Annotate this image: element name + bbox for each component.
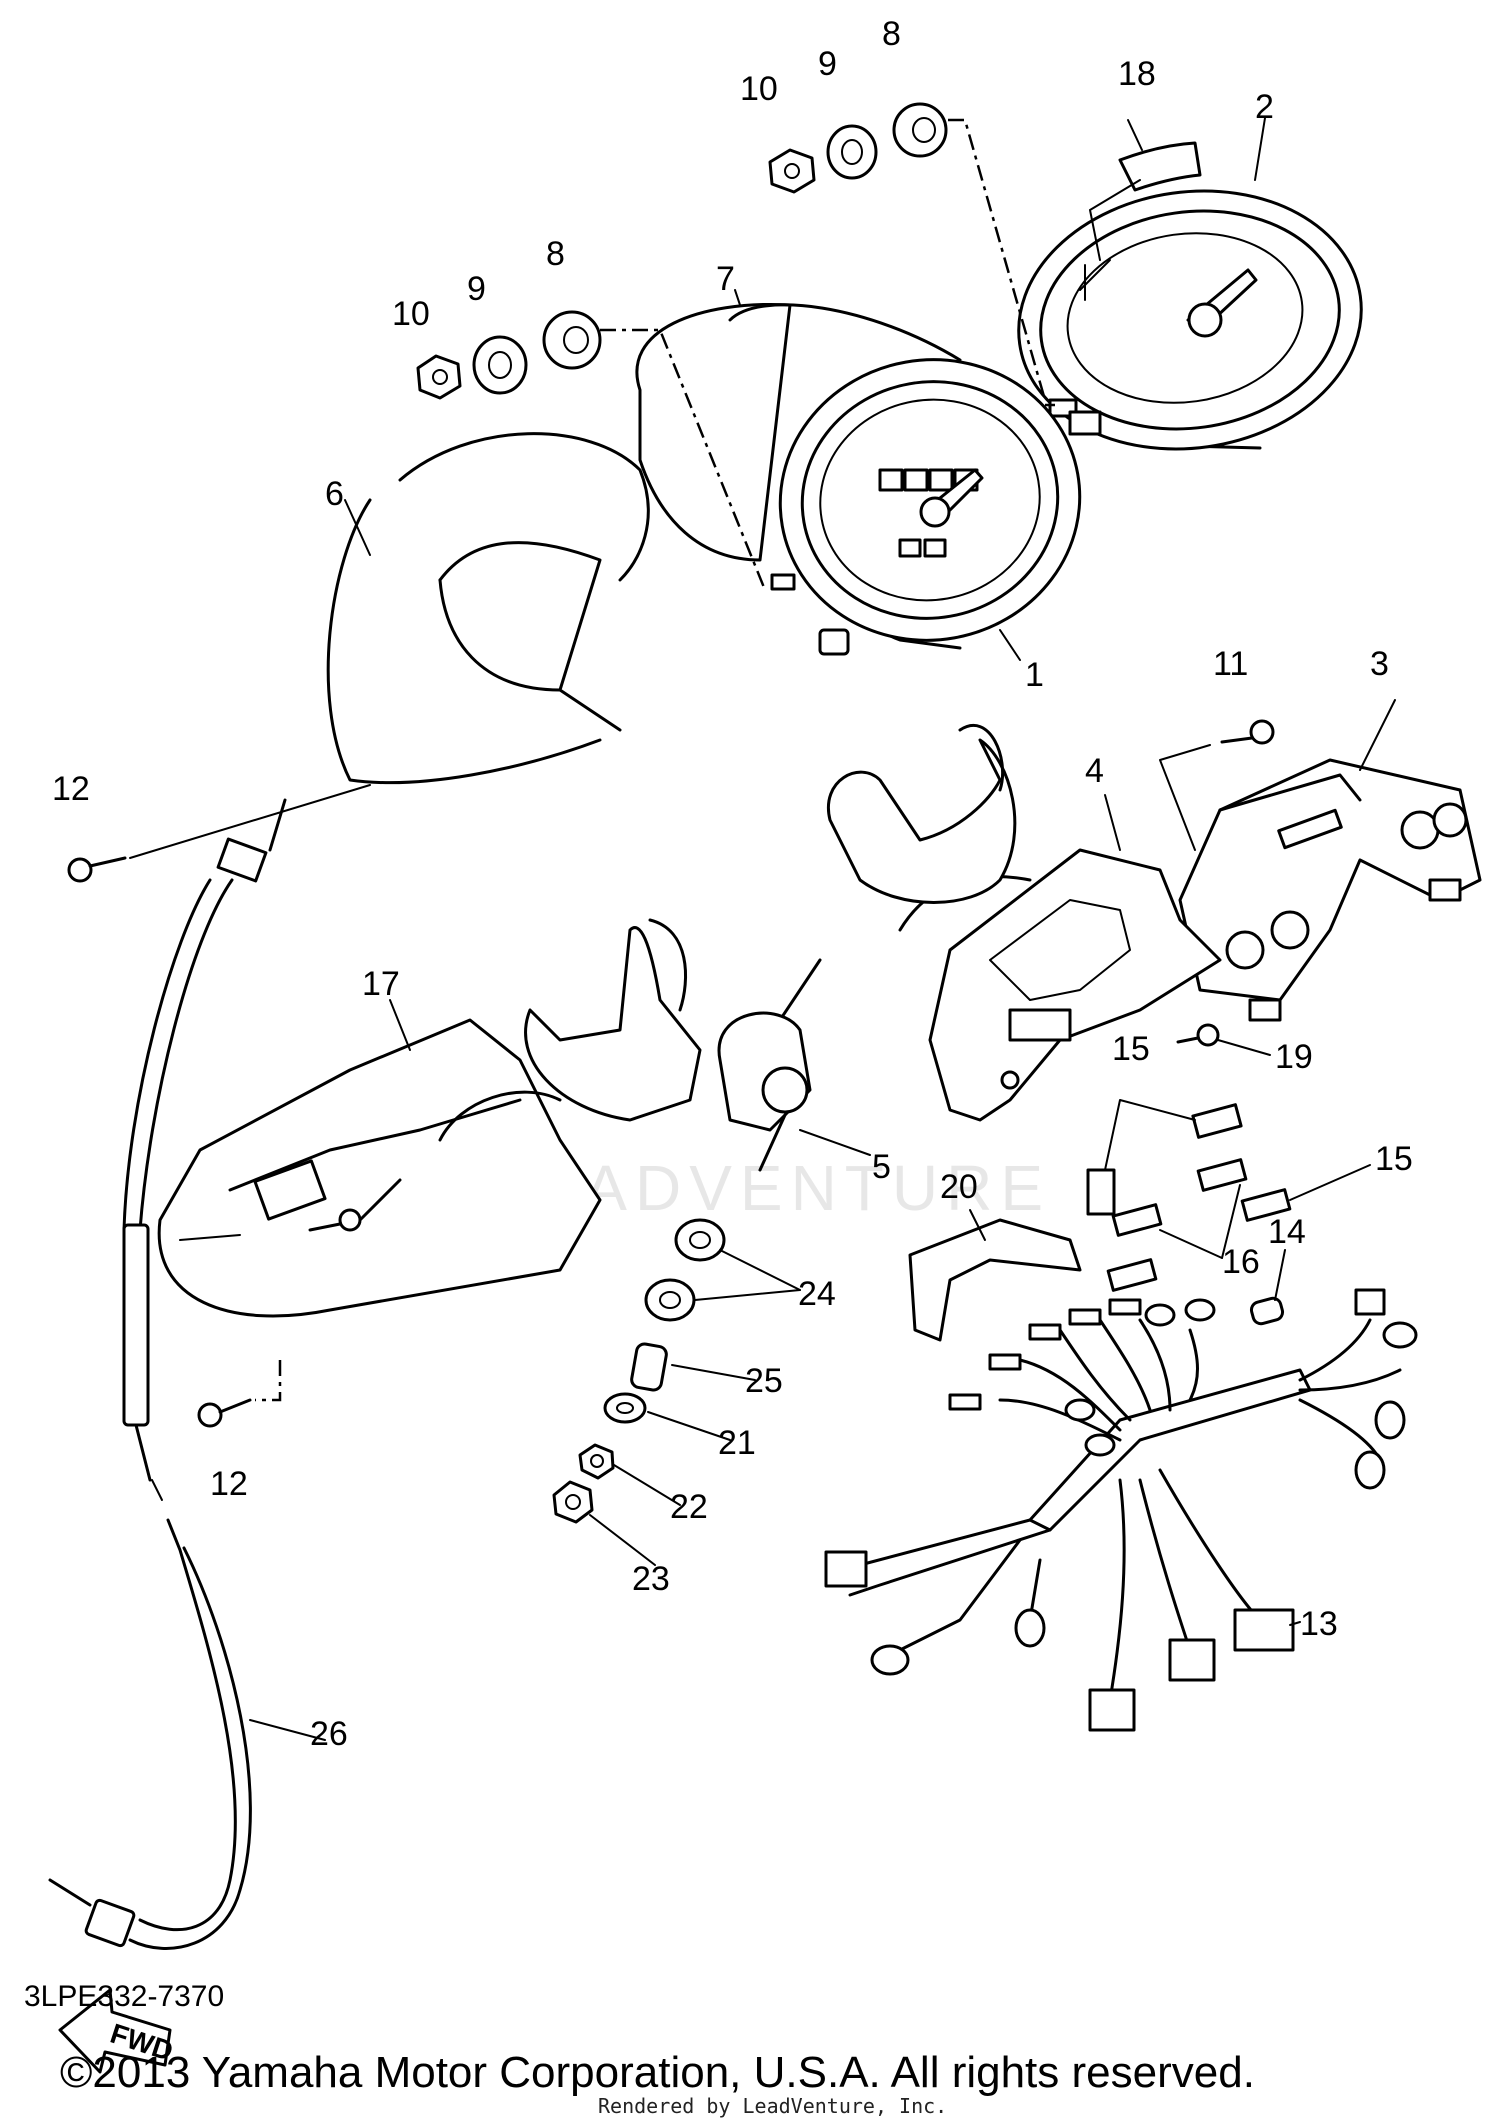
washer-9-lower [472,335,528,395]
speedometer-cover [635,302,962,562]
callout-4: 4 [1085,752,1104,790]
washer-8-upper [892,102,948,158]
callout-25: 25 [745,1362,783,1400]
callout-18: 18 [1118,55,1156,93]
washer-8-lower [542,310,602,370]
rendered-by-credit: Rendered by LeadVenture, Inc. [598,2094,948,2118]
callout-12-lower: 12 [210,1465,248,1503]
callout-17: 17 [362,965,400,1003]
bracket-ring-upper [826,723,1017,904]
callout-20: 20 [940,1168,978,1206]
callout-22: 22 [670,1488,708,1526]
screw-11 [1220,719,1275,745]
diagram-code: 3LPE332-7370 [24,1980,225,2013]
grommet-24-a [674,1218,726,1262]
wire-harness [824,1288,1418,1732]
bulb-socket-15-a [1191,1103,1243,1139]
tachometer-gauge [1017,189,1363,451]
speedometer-gauge [770,358,1082,656]
callout-9-upper: 9 [818,45,837,83]
washer-22 [578,1443,615,1480]
nut-10-upper [768,148,816,194]
callout-15-upper: 15 [1112,1030,1150,1068]
washer-21 [603,1392,647,1424]
callout-7: 7 [716,260,735,298]
bulb-socket-16-a [1196,1158,1248,1192]
leader-lines [249,117,1396,1741]
callout-10-upper: 10 [740,70,778,108]
washer-9-upper [826,124,878,180]
callout-23: 23 [632,1560,670,1598]
callout-26: 26 [310,1715,348,1753]
nut-10-lower [416,354,462,400]
bulb-socket-16-c [1106,1258,1158,1292]
spacer-25 [630,1342,668,1392]
bulb-socket-15-b [1086,1168,1116,1216]
callout-16: 16 [1222,1243,1260,1281]
bracket-bolt [717,1011,812,1172]
callout-24: 24 [798,1275,836,1313]
callout-5: 5 [872,1148,891,1186]
callout-15-lower: 15 [1375,1140,1413,1178]
callout-19: 19 [1275,1038,1313,1076]
lower-cover [157,1018,602,1318]
callout-1: 1 [1025,656,1044,694]
screw-12-lower [197,1398,252,1428]
bulb-socket-15-c [1240,1188,1292,1222]
callout-13: 13 [1300,1605,1338,1643]
speedometer-cable [48,798,287,1950]
bulb-socket-16-b [1111,1203,1163,1237]
bulb-14 [1249,1296,1285,1326]
gauge-label-strip [1118,141,1202,192]
copyright-notice: ©2013 Yamaha Motor Corporation, U.S.A. A… [60,2048,1255,2097]
callout-9-lower: 9 [467,270,486,308]
callout-14: 14 [1268,1213,1306,1251]
gasket-pad-20 [908,1218,1082,1342]
callout-21: 21 [718,1424,756,1462]
grommet-24-b [644,1278,696,1322]
callout-8-lower: 8 [546,235,565,273]
callout-8-upper: 8 [882,15,901,53]
callout-6: 6 [325,475,344,513]
callout-3: 3 [1370,645,1389,683]
callout-12-upper: 12 [52,770,90,808]
tachometer-cover [326,432,650,785]
callout-2: 2 [1255,88,1274,126]
bracket-ring-lower [524,918,702,1122]
indicator-panel [1178,758,1482,1022]
callout-11: 11 [1213,645,1248,683]
screw-19 [1176,1023,1220,1047]
callout-10-lower: 10 [392,295,430,333]
screw-12-upper [67,856,127,883]
nut-23 [552,1480,594,1524]
